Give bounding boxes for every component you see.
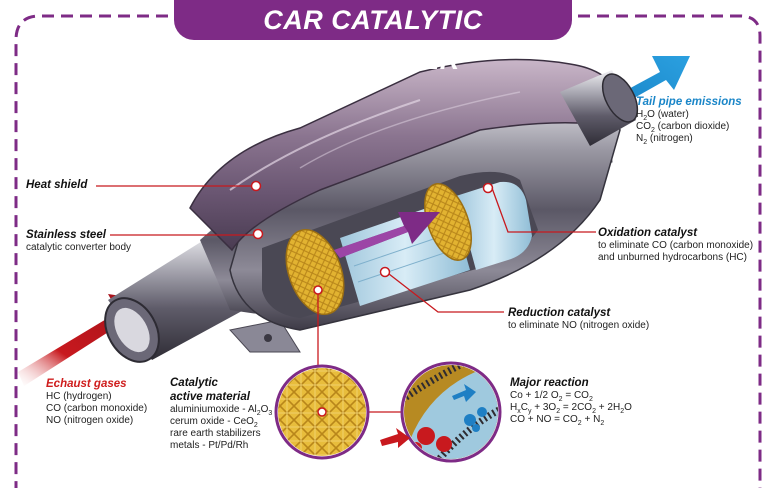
oxidation-line1: to eliminate CO (carbon monoxide) bbox=[598, 240, 754, 251]
catalytic-line1: aluminiumoxide - Al2O3 bbox=[170, 404, 273, 417]
stainless-steel-desc: catalytic converter body bbox=[26, 242, 132, 253]
exhaust-line2: CO (carbon monoxide) bbox=[46, 403, 148, 414]
catalytic-line4: metals - Pt/Pd/Rh bbox=[170, 440, 249, 451]
reaction-input-arrow bbox=[380, 428, 410, 448]
tail-pipe-line-co2: CO2 (carbon dioxide) bbox=[636, 121, 730, 134]
catalytic-title-line2: active material bbox=[170, 391, 250, 403]
tail-pipe-label: Tail pipe emissions H2O (water) CO2 (car… bbox=[636, 95, 761, 146]
heat-shield bbox=[189, 58, 621, 252]
exhaust-title: Echaust gases bbox=[46, 378, 127, 390]
oxidation-title: Oxidation catalyst bbox=[598, 227, 698, 239]
reaction-equation-3: CO + NO = CO2 + N2 bbox=[510, 414, 605, 427]
reaction-equation-1: Co + 1/2 O2 = CO2 bbox=[510, 390, 593, 403]
rear-honeycomb bbox=[424, 183, 472, 261]
page-title: CAR CATALYTIC CONVERTER bbox=[174, 0, 572, 75]
catalytic-line2: cerum oxide - CeO2 bbox=[170, 416, 258, 429]
reduction-desc: to eliminate NO (nitrogen oxide) bbox=[508, 320, 650, 331]
stainless-steel-label: Stainless steel catalytic converter body bbox=[26, 228, 176, 254]
reduction-title: Reduction catalyst bbox=[508, 307, 611, 319]
exhaust-gases-label: Echaust gases HC (hydrogen) CO (carbon m… bbox=[46, 377, 176, 427]
oxidation-catalyst-block bbox=[456, 181, 532, 270]
heat-shield-label: Heat shield bbox=[26, 178, 87, 192]
reaction-equation-2: HxCy + 3O2 = 2CO2 + 2H2O bbox=[510, 402, 632, 415]
major-reaction-title: Major reaction bbox=[510, 377, 589, 389]
catalytic-material-label: Catalytic active material aluminiumoxide… bbox=[170, 376, 280, 452]
stainless-steel-marker bbox=[252, 228, 264, 240]
major-reaction-label: Major reaction Co + 1/2 O2 = CO2 HxCy + … bbox=[510, 376, 670, 427]
heat-shield-title: Heat shield bbox=[26, 179, 88, 191]
oxidation-catalyst-label: Oxidation catalyst to eliminate CO (carb… bbox=[598, 226, 764, 264]
oxidation-line2: and unburned hydrocarbons (HC) bbox=[598, 252, 747, 263]
tail-pipe-title: Tail pipe emissions bbox=[636, 96, 742, 108]
catalytic-title-line1: Catalytic bbox=[170, 377, 218, 389]
oxidation-marker bbox=[482, 182, 494, 194]
dashed-frame-right bbox=[578, 14, 762, 488]
exhaust-line3: NO (nitrogen oxide) bbox=[46, 415, 134, 426]
catalytic-line3: rare earth stabilizers bbox=[170, 428, 261, 439]
heat-shield-marker bbox=[250, 180, 262, 192]
exhaust-line1: HC (hydrogen) bbox=[46, 391, 112, 402]
tail-pipe-line-n2: N2 (nitrogen) bbox=[636, 133, 693, 146]
front-honeycomb bbox=[285, 228, 345, 316]
stainless-steel-title: Stainless steel bbox=[26, 229, 106, 241]
title-banner: CAR CATALYTIC CONVERTER bbox=[168, 0, 578, 75]
reduction-marker bbox=[379, 266, 391, 278]
honeycomb-marker bbox=[313, 285, 323, 295]
tail-pipe-line-water: H2O (water) bbox=[636, 109, 689, 122]
reduction-catalyst-label: Reduction catalyst to eliminate NO (nitr… bbox=[508, 306, 708, 332]
